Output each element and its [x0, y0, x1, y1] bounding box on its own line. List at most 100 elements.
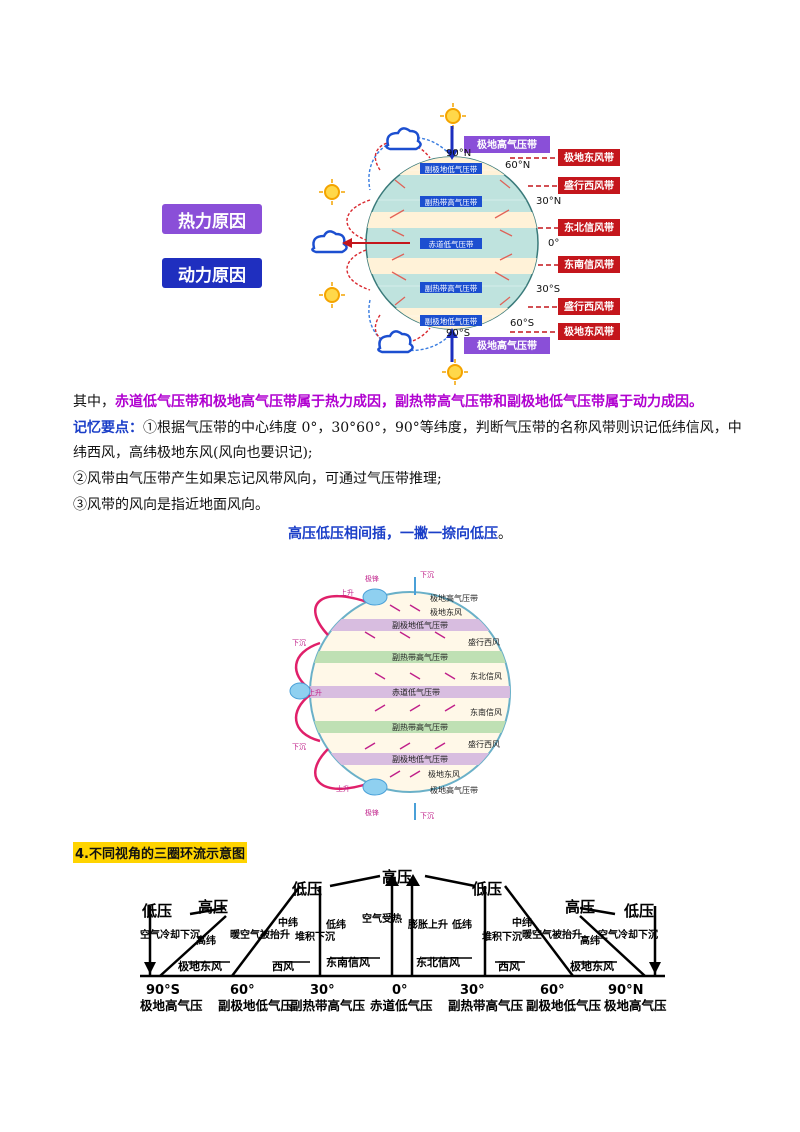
side-label-0: 极锋	[365, 574, 379, 583]
vert-text-5: 低纬	[325, 918, 346, 931]
row-label-12: 极地高气压带	[430, 785, 478, 795]
dynamic-cause-label: 动力原因	[162, 258, 262, 288]
wind-label-1: 西风	[272, 959, 294, 973]
lat-0: 0°	[548, 238, 559, 249]
lat-label-0: 90°S	[146, 983, 180, 998]
lat-label-1: 60°	[230, 983, 255, 998]
row-label-2: 副极地低气压带	[392, 620, 448, 630]
memo-line-2: ②风带由气压带产生如果忘记风带风向，可通过气压带推理;	[73, 471, 442, 487]
vert-text-10: 中纬	[512, 916, 532, 929]
lat-label-2: 30°	[310, 983, 335, 998]
slogan: 高压低压相间插，一撇一捺向低压。	[0, 523, 800, 543]
lat-label-4: 30°	[460, 983, 485, 998]
lat-60n: 60°N	[505, 160, 530, 171]
vert-text-8: 低纬	[451, 918, 472, 931]
vert-text-6: 空气受热	[362, 912, 402, 925]
belt-label-3: 赤道低气压	[370, 998, 433, 1013]
top-label-center: 高压	[382, 868, 412, 886]
belt-label-6: 极地高气压	[604, 998, 667, 1013]
row-label-1: 极地东风	[430, 607, 462, 617]
vert-text-3: 中纬	[278, 916, 298, 929]
slogan-text: 高压低压相间插，一撇一捺向低压	[288, 526, 498, 542]
side-top-0: 低压	[141, 902, 172, 920]
side-label-7: 极锋	[365, 808, 379, 817]
wind-box-1: 极地东风带	[564, 151, 614, 164]
side-top-1: 高压	[198, 898, 228, 916]
wind-box-4: 东南信风带	[564, 258, 614, 271]
globe-belt-1: 副极地低气压带	[425, 164, 478, 174]
side-top-2: 高压	[565, 898, 595, 916]
memo-label: 记忆要点：	[73, 420, 143, 436]
three-cell-circulation-globe: 极锋 上升 下沉 下沉 上升 下沉 上升 极锋 下沉 极地高气压带 极地东风 副…	[289, 571, 511, 820]
side-label-3: 下沉	[292, 639, 306, 647]
top-label-right: 低压	[471, 880, 502, 898]
section-title: 4.不同视角的三圈环流示意图	[73, 842, 247, 863]
row-label-6: 赤道低气压带	[392, 687, 440, 697]
row-label-3: 盛行西风	[468, 637, 500, 647]
globe-belt-3: 赤道低气压带	[429, 239, 474, 249]
row-label-5: 东北信风	[470, 671, 502, 681]
side-label-4: 上升	[308, 688, 322, 697]
wind-box-6: 极地东风带	[564, 325, 614, 338]
wind-label-2: 东南信风	[326, 955, 370, 969]
lat-label-6: 90°N	[608, 983, 643, 998]
globe-belt-2: 副热带高气压带	[425, 197, 478, 207]
side-label-8: 下沉	[420, 812, 434, 820]
wind-label-0: 极地东风	[178, 959, 222, 973]
wind-box-3: 东北信风带	[564, 221, 614, 234]
lat-label-3: 0°	[392, 983, 408, 998]
wind-label-3: 东北信风	[416, 955, 460, 969]
three-cell-cross-section-diagram: 高压 低压 低压 低压 高压 高压 低压 空气冷却下沉 高纬 暖空气被抬升 中纬…	[140, 868, 667, 1013]
lat-60s: 60°S	[510, 318, 534, 329]
side-label-6: 上升	[336, 784, 350, 793]
wind-box-5: 盛行西风带	[564, 300, 614, 313]
side-label-1: 上升	[340, 588, 354, 597]
globe-belt-5: 副极地低气压带	[425, 316, 478, 326]
slogan-end: 。	[498, 526, 512, 542]
side-label-2: 下沉	[420, 571, 434, 579]
vert-text-11: 暖空气被抬升	[522, 928, 582, 941]
row-label-11: 极地东风	[428, 769, 460, 779]
vert-text-2: 暖空气被抬升	[230, 928, 290, 941]
summary-line: 其中，赤道低气压带和极地高气压带属于热力成因，副热带高气压带和副极地低气压带属于…	[73, 392, 703, 412]
lat-30n: 30°N	[536, 196, 561, 207]
summary-emphasis: 赤道低气压带和极地高气压带属于热力成因，副热带高气压带和副极地低气压带属于动力成…	[115, 394, 703, 410]
memo-line-1b: 纬西风，高纬极地东风(风向也要识记);	[73, 445, 313, 461]
memo-line-1: 记忆要点：①根据气压带的中心纬度 0°，30°60°，90°等纬度，判断气压带的…	[73, 418, 742, 438]
row-label-10: 副极地低气压带	[392, 754, 448, 764]
vert-text-4: 堆积下沉	[295, 930, 335, 943]
globe-belt-labels: 副极地低气压带 副热带高气压带 赤道低气压带 副热带高气压带 副极地低气压带	[420, 163, 482, 326]
top-pressure-box: 极地高气压带	[477, 138, 537, 151]
row-label-7: 东南信风	[470, 707, 502, 717]
memo-line-3: ③风带的风向是指近地面风向。	[73, 497, 269, 513]
lat-90n: 90°N	[446, 148, 471, 159]
globe-belt-4: 副热带高气压带	[425, 283, 478, 293]
vert-text-9: 堆积下沉	[482, 930, 522, 943]
wind-label-4: 西风	[498, 959, 520, 973]
row-label-4: 副热带高气压带	[392, 652, 448, 662]
vert-text-13: 空气冷却下沉	[598, 928, 658, 941]
sun-icon	[324, 108, 463, 380]
summary-prefix: 其中，	[73, 394, 115, 410]
vert-text-1: 高纬	[196, 934, 216, 947]
belt-label-1: 副极地低气压	[218, 998, 294, 1013]
bottom-pressure-box: 极地高气压带	[477, 339, 537, 352]
belt-label-2: 副热带高气压	[290, 998, 366, 1013]
vert-text-0: 空气冷却下沉	[140, 928, 200, 941]
belt-label-0: 极地高气压	[140, 998, 203, 1013]
lat-90s: 90°S	[446, 328, 470, 339]
row-label-8: 副热带高气压带	[392, 722, 448, 732]
memo-text-1a: ①根据气压带的中心纬度 0°，30°60°，90°等纬度，判断气压带的名称风带则…	[143, 420, 742, 436]
cloud-icon	[311, 127, 422, 354]
belt-label-5: 副极地低气压	[526, 998, 602, 1013]
side-label-5: 下沉	[292, 743, 306, 751]
lat-label-5: 60°	[540, 983, 565, 998]
vert-text-7: 膨胀上升	[408, 918, 448, 931]
thermal-cause-label: 热力原因	[162, 204, 262, 234]
side-top-3: 低压	[623, 902, 654, 920]
belt-label-4: 副热带高气压	[448, 998, 524, 1013]
pressure-belt-globe-diagram: 副极地低气压带 副热带高气压带 赤道低气压带 副热带高气压带 副极地低气压带	[311, 103, 620, 385]
top-label-left: 低压	[291, 880, 322, 898]
wind-label-5: 极地东风	[570, 959, 614, 973]
lat-30s: 30°S	[536, 284, 560, 295]
